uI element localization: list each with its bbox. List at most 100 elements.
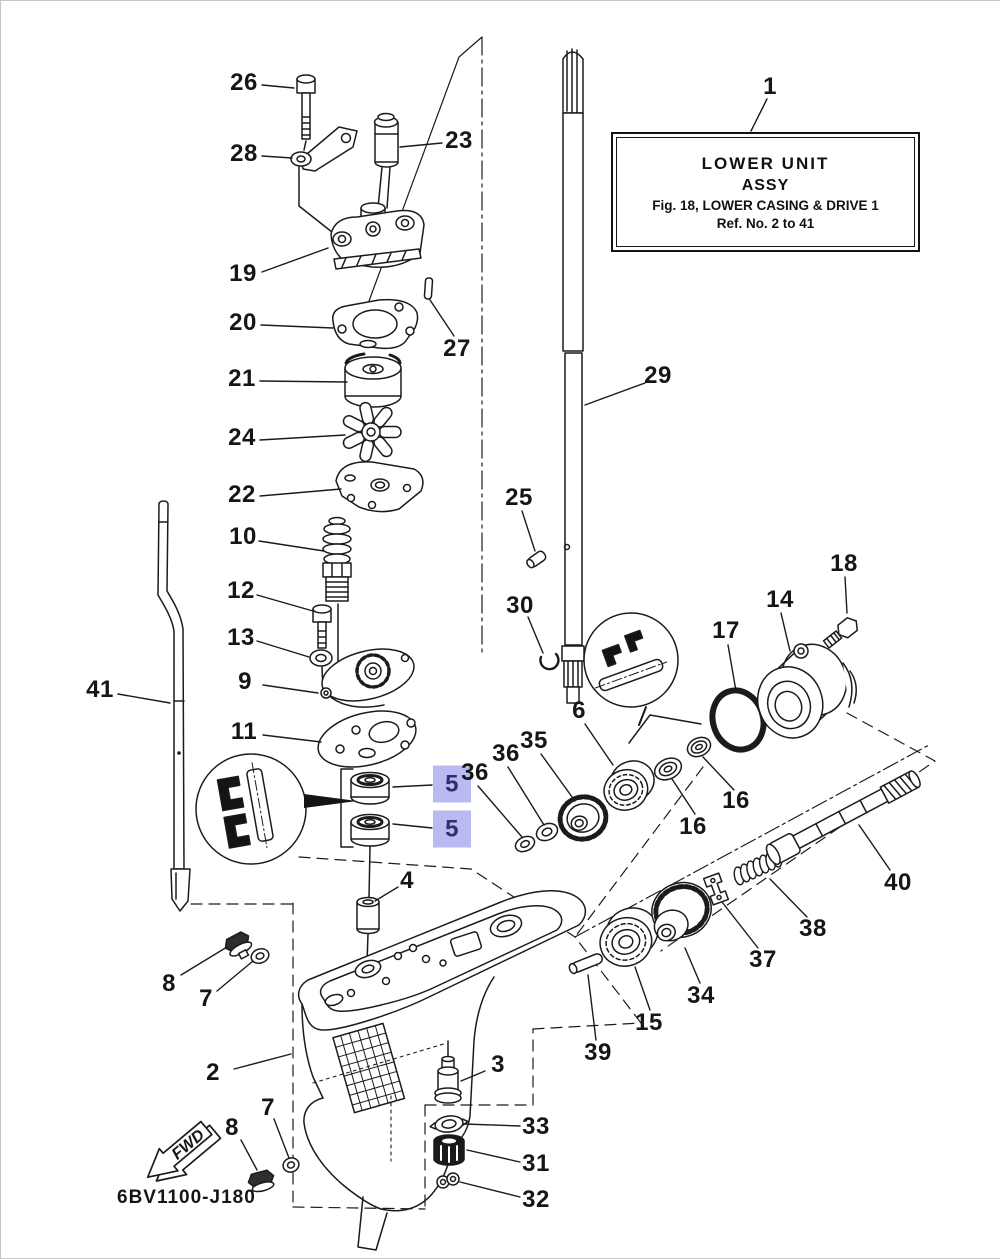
leader-12 xyxy=(256,594,314,612)
leader-6 xyxy=(584,723,614,766)
leader-16 xyxy=(702,756,735,791)
part-5-oil-seals xyxy=(340,768,390,899)
part-19-pump-housing xyxy=(330,202,425,270)
leader-36 xyxy=(477,785,523,838)
part-39-pin xyxy=(568,953,603,975)
part-29-drive-shaft xyxy=(561,48,585,704)
leader-35 xyxy=(540,753,576,802)
part-15-bearing xyxy=(599,907,659,967)
leader-13 xyxy=(256,640,310,658)
leader-1 xyxy=(750,98,768,132)
part-36-shims xyxy=(514,822,559,853)
leader-36 xyxy=(507,766,545,826)
fwd-arrow: FWD xyxy=(146,1120,222,1182)
leader-29 xyxy=(584,382,646,406)
leader-lines xyxy=(117,84,891,1198)
leader-11 xyxy=(262,734,322,743)
prop-shaft-centerline xyxy=(574,744,930,938)
leader-24 xyxy=(259,434,346,441)
part-23-fitting xyxy=(373,112,399,209)
part-21-insert-cup xyxy=(344,352,402,408)
part-12-bolt xyxy=(312,604,332,649)
leader-4 xyxy=(374,886,399,902)
part-3-anode xyxy=(434,1040,462,1104)
leader-14 xyxy=(780,612,791,652)
part-2-lower-casing xyxy=(297,890,587,1251)
leader-22 xyxy=(259,488,342,497)
part-14-bearing-housing xyxy=(756,643,857,739)
part-20-gasket xyxy=(332,298,419,350)
leader-8 xyxy=(180,946,228,976)
leader-31 xyxy=(466,1149,521,1163)
part-8-bolt-upper xyxy=(224,931,253,960)
leader-7 xyxy=(273,1118,290,1159)
leader-15 xyxy=(634,966,651,1011)
leader-5 xyxy=(392,784,433,788)
part-7-washer-upper xyxy=(250,947,270,965)
part-30-circlip xyxy=(539,652,560,671)
leader-9 xyxy=(262,684,319,694)
leader-39 xyxy=(587,974,597,1041)
drawing-code: 6BV1100-J180 xyxy=(117,1187,256,1208)
detail-pointer-arrow xyxy=(304,794,357,808)
title-line-4: Ref. No. 2 to 41 xyxy=(716,215,815,231)
leader-32 xyxy=(459,1181,521,1198)
title-box: LOWER UNIT ASSY Fig. 18, LOWER CASING & … xyxy=(611,132,920,252)
part-6-bearing xyxy=(603,760,655,811)
water-intake-grille xyxy=(332,1022,406,1114)
part-37-clutch-clip xyxy=(702,872,730,906)
part-18-bolt xyxy=(822,617,858,649)
part-40-propeller-shaft xyxy=(765,770,921,866)
leader-23 xyxy=(399,142,443,148)
leader-41 xyxy=(117,693,171,704)
leader-30 xyxy=(527,616,544,654)
part-32-cotter-pin xyxy=(436,1172,460,1189)
part-24-impeller xyxy=(342,401,402,463)
leader-27 xyxy=(429,299,455,337)
part-34-forward-gear xyxy=(651,881,712,942)
washer-bracket xyxy=(628,714,702,744)
leader-37 xyxy=(721,901,759,949)
part-25-pin xyxy=(526,550,547,569)
part-9-seal-housing xyxy=(320,648,415,708)
leader-33 xyxy=(463,1123,521,1127)
title-line-3: Fig. 18, LOWER CASING & DRIVE 1 xyxy=(652,197,879,213)
seal-detail-circle-right xyxy=(583,612,702,744)
seal-detail-circle-left xyxy=(195,753,357,865)
leader-26 xyxy=(261,84,295,89)
leader-21 xyxy=(259,380,348,383)
leader-2 xyxy=(233,1053,292,1070)
part-22-plate xyxy=(335,461,424,513)
part-27-pin xyxy=(423,277,434,300)
leader-28 xyxy=(261,155,293,159)
part-16-washers xyxy=(653,736,712,781)
leader-16 xyxy=(671,778,696,815)
part-11-gasket xyxy=(317,710,417,768)
leader-8 xyxy=(240,1139,258,1171)
leader-3 xyxy=(460,1070,486,1082)
leader-40 xyxy=(858,824,891,871)
leader-10 xyxy=(258,540,325,552)
leader-5 xyxy=(392,823,433,829)
part-28-bracket xyxy=(290,126,358,237)
leader-19 xyxy=(261,247,329,273)
part-10-hose-fitting xyxy=(322,516,352,662)
skeg xyxy=(357,1196,388,1251)
part-41-shift-rod xyxy=(157,500,191,912)
leader-34 xyxy=(684,947,701,984)
leader-20 xyxy=(260,324,334,329)
part-31-propeller-nut xyxy=(433,1134,465,1166)
part-35-pinion-gear xyxy=(557,794,609,842)
part-8-bolt-lower xyxy=(247,1169,275,1193)
part-33-washer xyxy=(429,1115,469,1133)
title-line-2: ASSY xyxy=(741,176,790,194)
part-7-washer-lower xyxy=(282,1157,300,1173)
leader-25 xyxy=(521,510,536,552)
shaft-pin-hole xyxy=(563,543,571,551)
title-line-1: LOWER UNIT xyxy=(701,153,830,173)
leader-38 xyxy=(769,878,808,918)
leader-18 xyxy=(844,576,848,614)
part-26-bolt xyxy=(296,74,316,151)
